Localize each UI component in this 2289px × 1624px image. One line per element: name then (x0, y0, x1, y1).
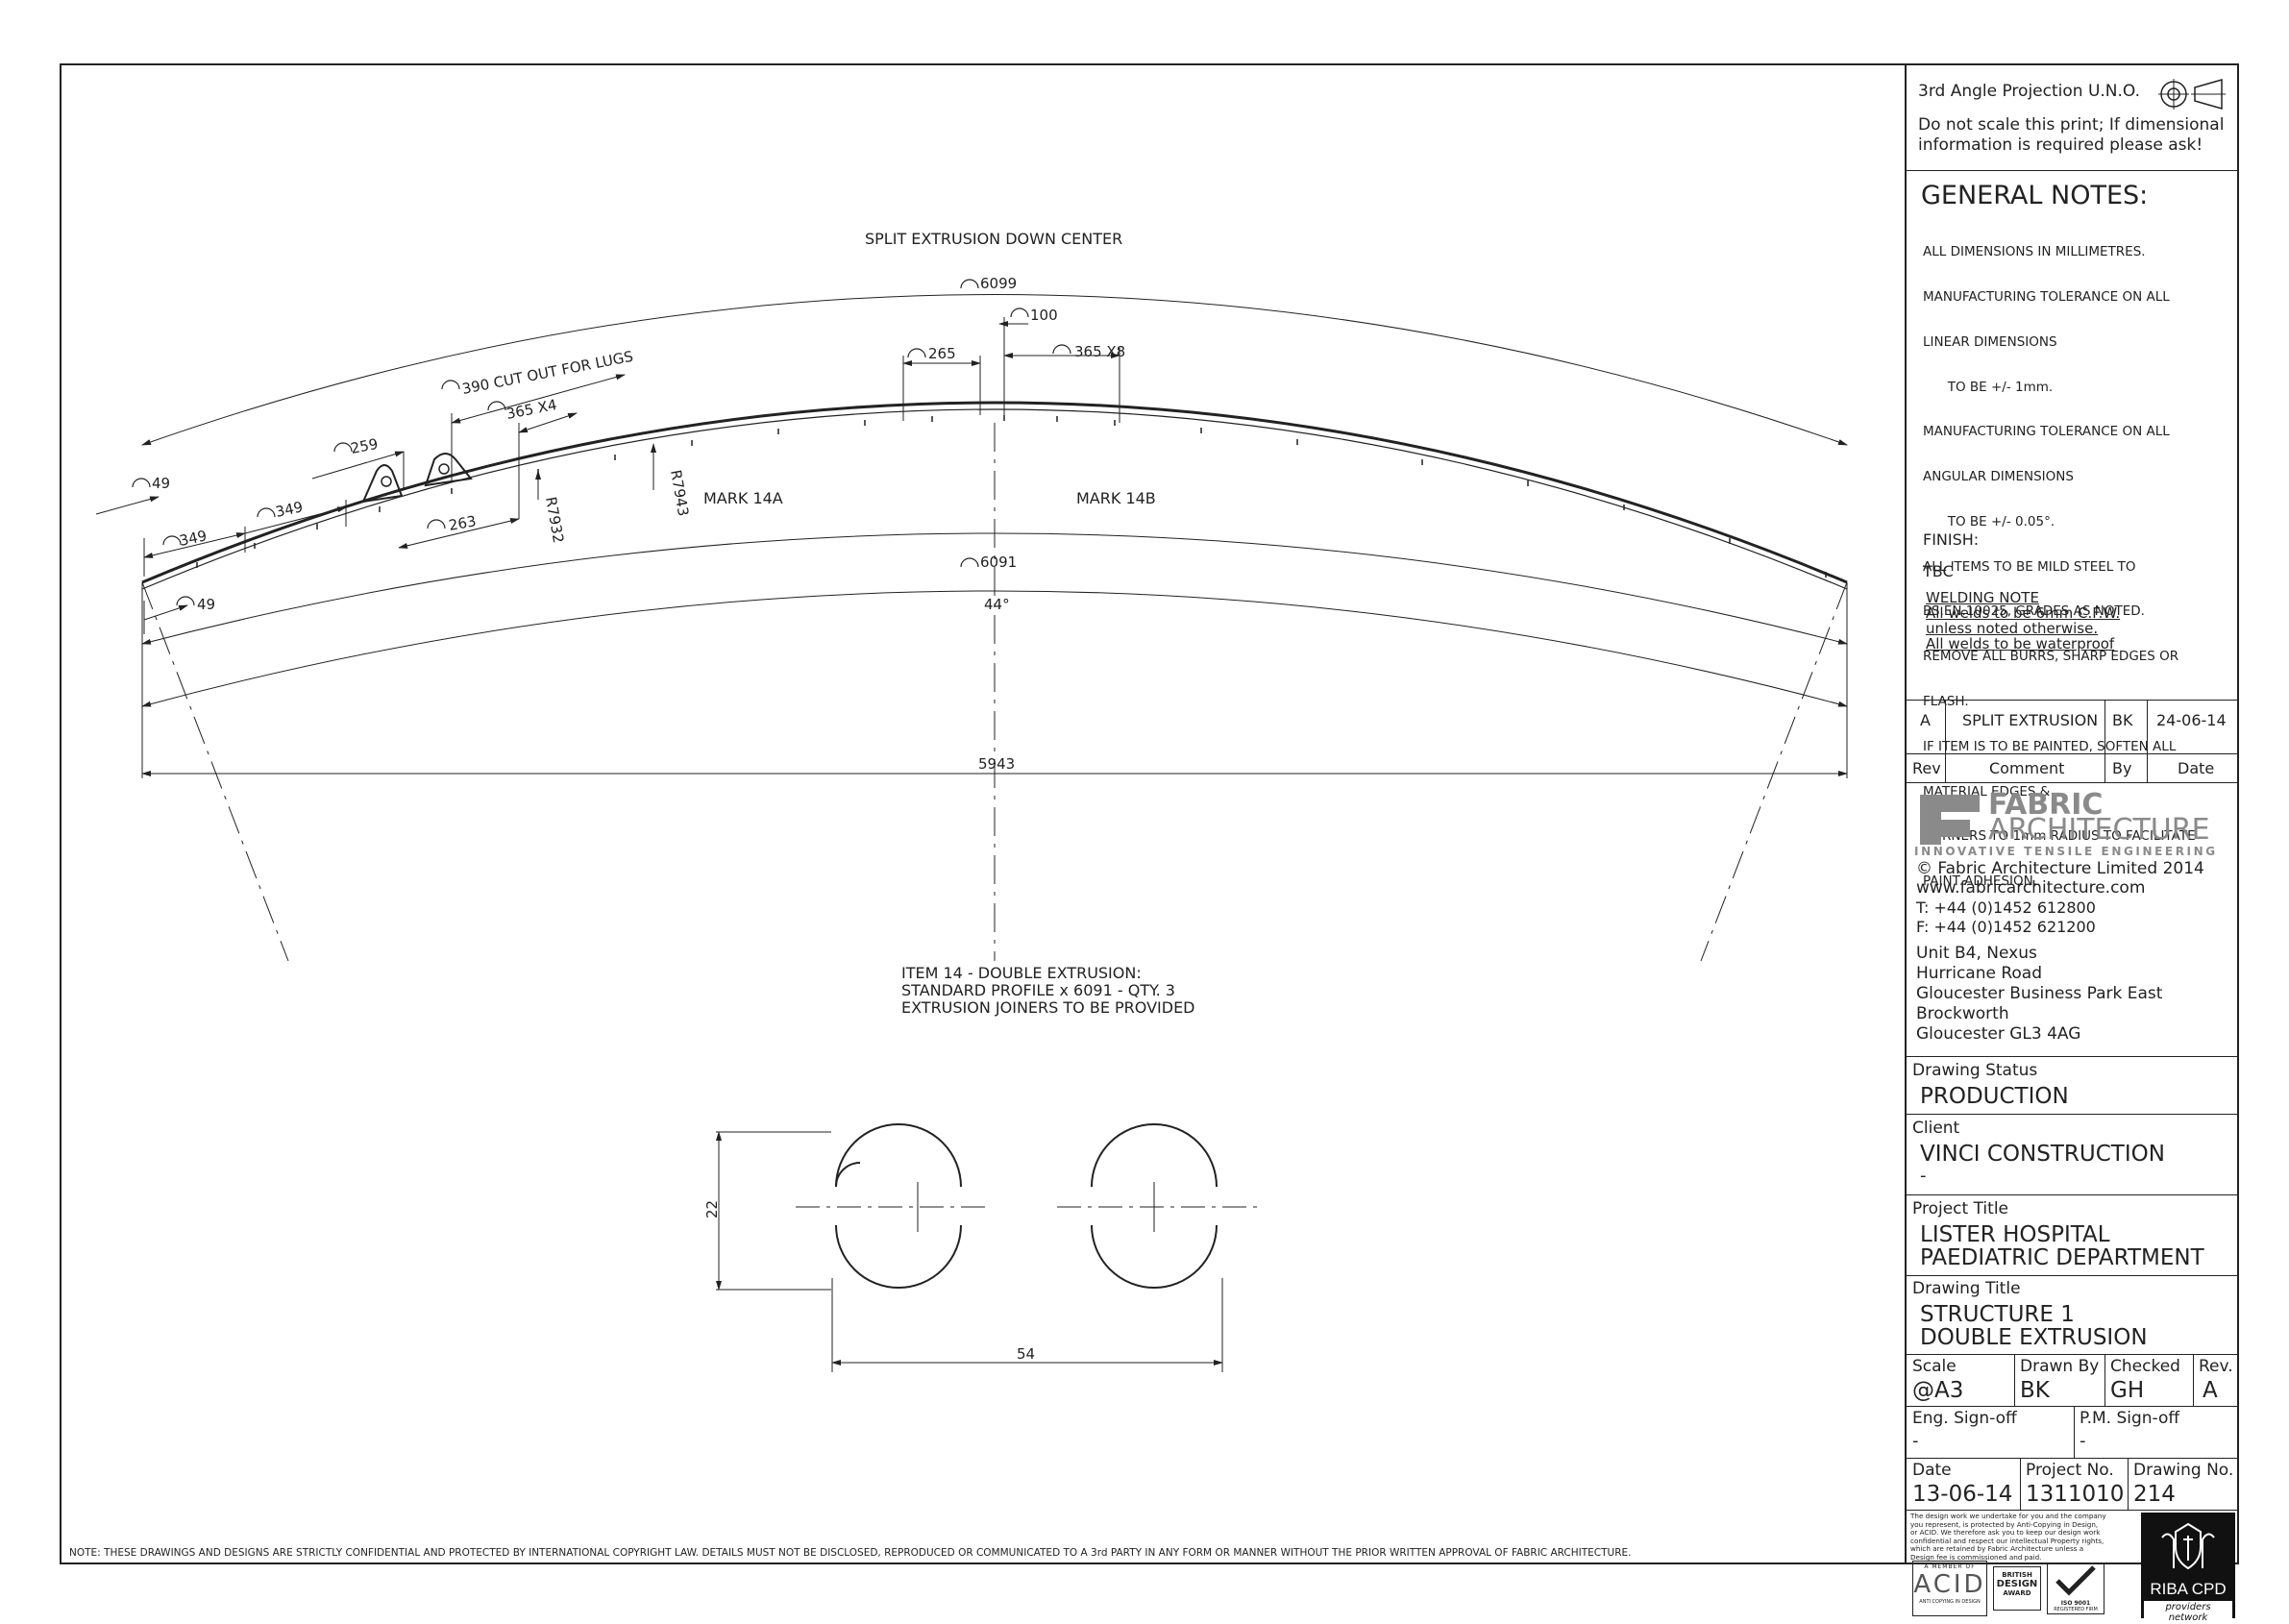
d349-a-dim: 349 (178, 527, 209, 550)
telephone: T: +44 (0)1452 612800 (1916, 898, 2096, 917)
chord-dim: 5943 (978, 755, 1015, 773)
logo-line-2: ARCHITECTURE (1988, 813, 2210, 847)
arc-drawing: SPLIT EXTRUSION DOWN CENTER 6099 100 265… (95, 230, 1848, 1372)
clip-marks (196, 415, 1827, 578)
mark-a: MARK 14A (703, 489, 783, 507)
section-width-dim: 54 (1017, 1345, 1035, 1363)
riba-badge: RIBA CPD providers network (2141, 1513, 2235, 1624)
title-block: 3rd Angle Projection U.N.O. Do not scale… (1905, 63, 2239, 1624)
section-profile (835, 1123, 1218, 1289)
logo-line-1: FABRIC (1988, 788, 2104, 822)
general-notes-list: ALL DIMENSIONS IN MILLIMETRES. MANUFACTU… (1923, 244, 2196, 890)
d365x4-dim: 365 X4 (505, 396, 558, 423)
welding-line-1: All welds to be 6mm C.F.W. (1926, 604, 2121, 622)
company-logo-icon (1920, 795, 1980, 845)
projection-label: 3rd Angle Projection U.N.O. (1918, 82, 2141, 101)
revision-row: A SPLIT EXTRUSION BK 24-06-14 (1907, 700, 2239, 754)
top-note: SPLIT EXTRUSION DOWN CENTER (865, 230, 1122, 248)
welding-line-3: All welds to be waterproof (1926, 635, 2115, 652)
item-note-1: ITEM 14 - DOUBLE EXTRUSION: (901, 964, 1142, 982)
item-note-3: EXTRUSION JOINERS TO BE PROVIDED (901, 998, 1195, 1017)
radial-line-left (141, 581, 289, 962)
drawing-title-section: Drawing Title STRUCTURE 1 DOUBLE EXTRUSI… (1907, 1276, 2239, 1355)
revision-headers: Rev Comment By Date (1907, 754, 2239, 783)
section-height-dim: 22 (703, 1200, 721, 1218)
finish-value: TBC (1923, 562, 1954, 580)
item-note-2: STANDARD PROFILE x 6091 - QTY. 3 (901, 981, 1175, 999)
lug-2 (424, 453, 473, 487)
client-section: Client VINCI CONSTRUCTION - (1907, 1115, 2239, 1195)
d49-top-dim: 49 (152, 475, 170, 492)
project-title-section: Project Title LISTER HOSPITAL PAEDIATRIC… (1907, 1195, 2239, 1276)
website: www.fabricarchitecture.com (1916, 878, 2146, 898)
d263-dim: 263 (448, 512, 478, 534)
mark-b: MARK 14B (1076, 489, 1156, 507)
client-name: VINCI CONSTRUCTION (1920, 1142, 2165, 1167)
drawing-frame (60, 63, 2239, 1564)
scale-warning-2: information is required please ask! (1918, 135, 2203, 155)
projection-symbol-icon (2158, 79, 2226, 110)
acid-badge: A MEMBER OF ACID ANTI COPYING IN DESIGN (1912, 1561, 1987, 1616)
projection-section: 3rd Angle Projection U.N.O. Do not scale… (1907, 63, 2239, 171)
fax: F: +44 (0)1452 621200 (1916, 918, 2096, 936)
d265-dim: 265 (928, 345, 956, 362)
radial-line-right (1700, 581, 1848, 962)
lug-1 (361, 464, 404, 504)
checkmark-icon (2055, 1565, 2096, 1596)
confidentiality-note: NOTE: THESE DRAWINGS AND DESIGNS ARE STR… (69, 1547, 1632, 1559)
signoff-row: Eng. Sign-off - P.M. Sign-off - (1907, 1407, 2239, 1459)
outer-arc-dim: 6099 (980, 275, 1017, 292)
scale-warning-1: Do not scale this print; If dimensional (1918, 115, 2225, 135)
d365x8-dim: 365 X8 (1074, 343, 1125, 360)
d349-b-dim: 349 (274, 498, 305, 521)
drawing-status-section: Drawing Status PRODUCTION (1907, 1057, 2239, 1115)
extrusion-curve (141, 401, 1848, 584)
lugs-dim: 390 CUT OUT FOR LUGS (460, 348, 634, 398)
drawing-status: PRODUCTION (1920, 1084, 2069, 1109)
d49-bottom-dim: 49 (197, 596, 215, 613)
r7932-dim: R7932 (542, 496, 567, 545)
scale-row: Scale @A3 Drawn By BK Checked GH Rev. A (1907, 1355, 2239, 1407)
date-row: Date 13-06-14 Project No. 1311010 Drawin… (1907, 1459, 2239, 1511)
welding-line-2: unless noted otherwise. (1926, 620, 2099, 637)
general-notes-section: GENERAL NOTES: ALL DIMENSIONS IN MILLIME… (1907, 171, 2239, 889)
d100-dim: 100 (1030, 307, 1058, 324)
r7943-dim: R7943 (667, 469, 692, 518)
outer-dimension-arc (141, 294, 1848, 446)
copyright: © Fabric Architecture Limited 2014 (1916, 859, 2204, 878)
legal-note: The design work we undertake for you and… (1910, 1512, 2106, 1562)
d259-dim: 259 (349, 435, 380, 457)
inner-arc-dim: 6091 (980, 554, 1017, 571)
tagline: INNOVATIVE TENSILE ENGINEERING (1914, 845, 2218, 858)
design-award-badge: BRITISH DESIGN AWARD (1993, 1566, 2041, 1611)
welding-title: WELDING NOTE (1926, 589, 2039, 606)
finish-label: FINISH: (1923, 530, 1980, 549)
riba-crest-icon (2161, 1522, 2215, 1570)
angle-dim: 44° (984, 596, 1010, 613)
company-section: FABRIC ARCHITECTURE INNOVATIVE TENSILE E… (1907, 783, 2239, 1057)
iso-badge: ISO 9001 REGISTERED FIRM (2047, 1562, 2104, 1614)
general-notes-title: GENERAL NOTES: (1921, 181, 2149, 210)
